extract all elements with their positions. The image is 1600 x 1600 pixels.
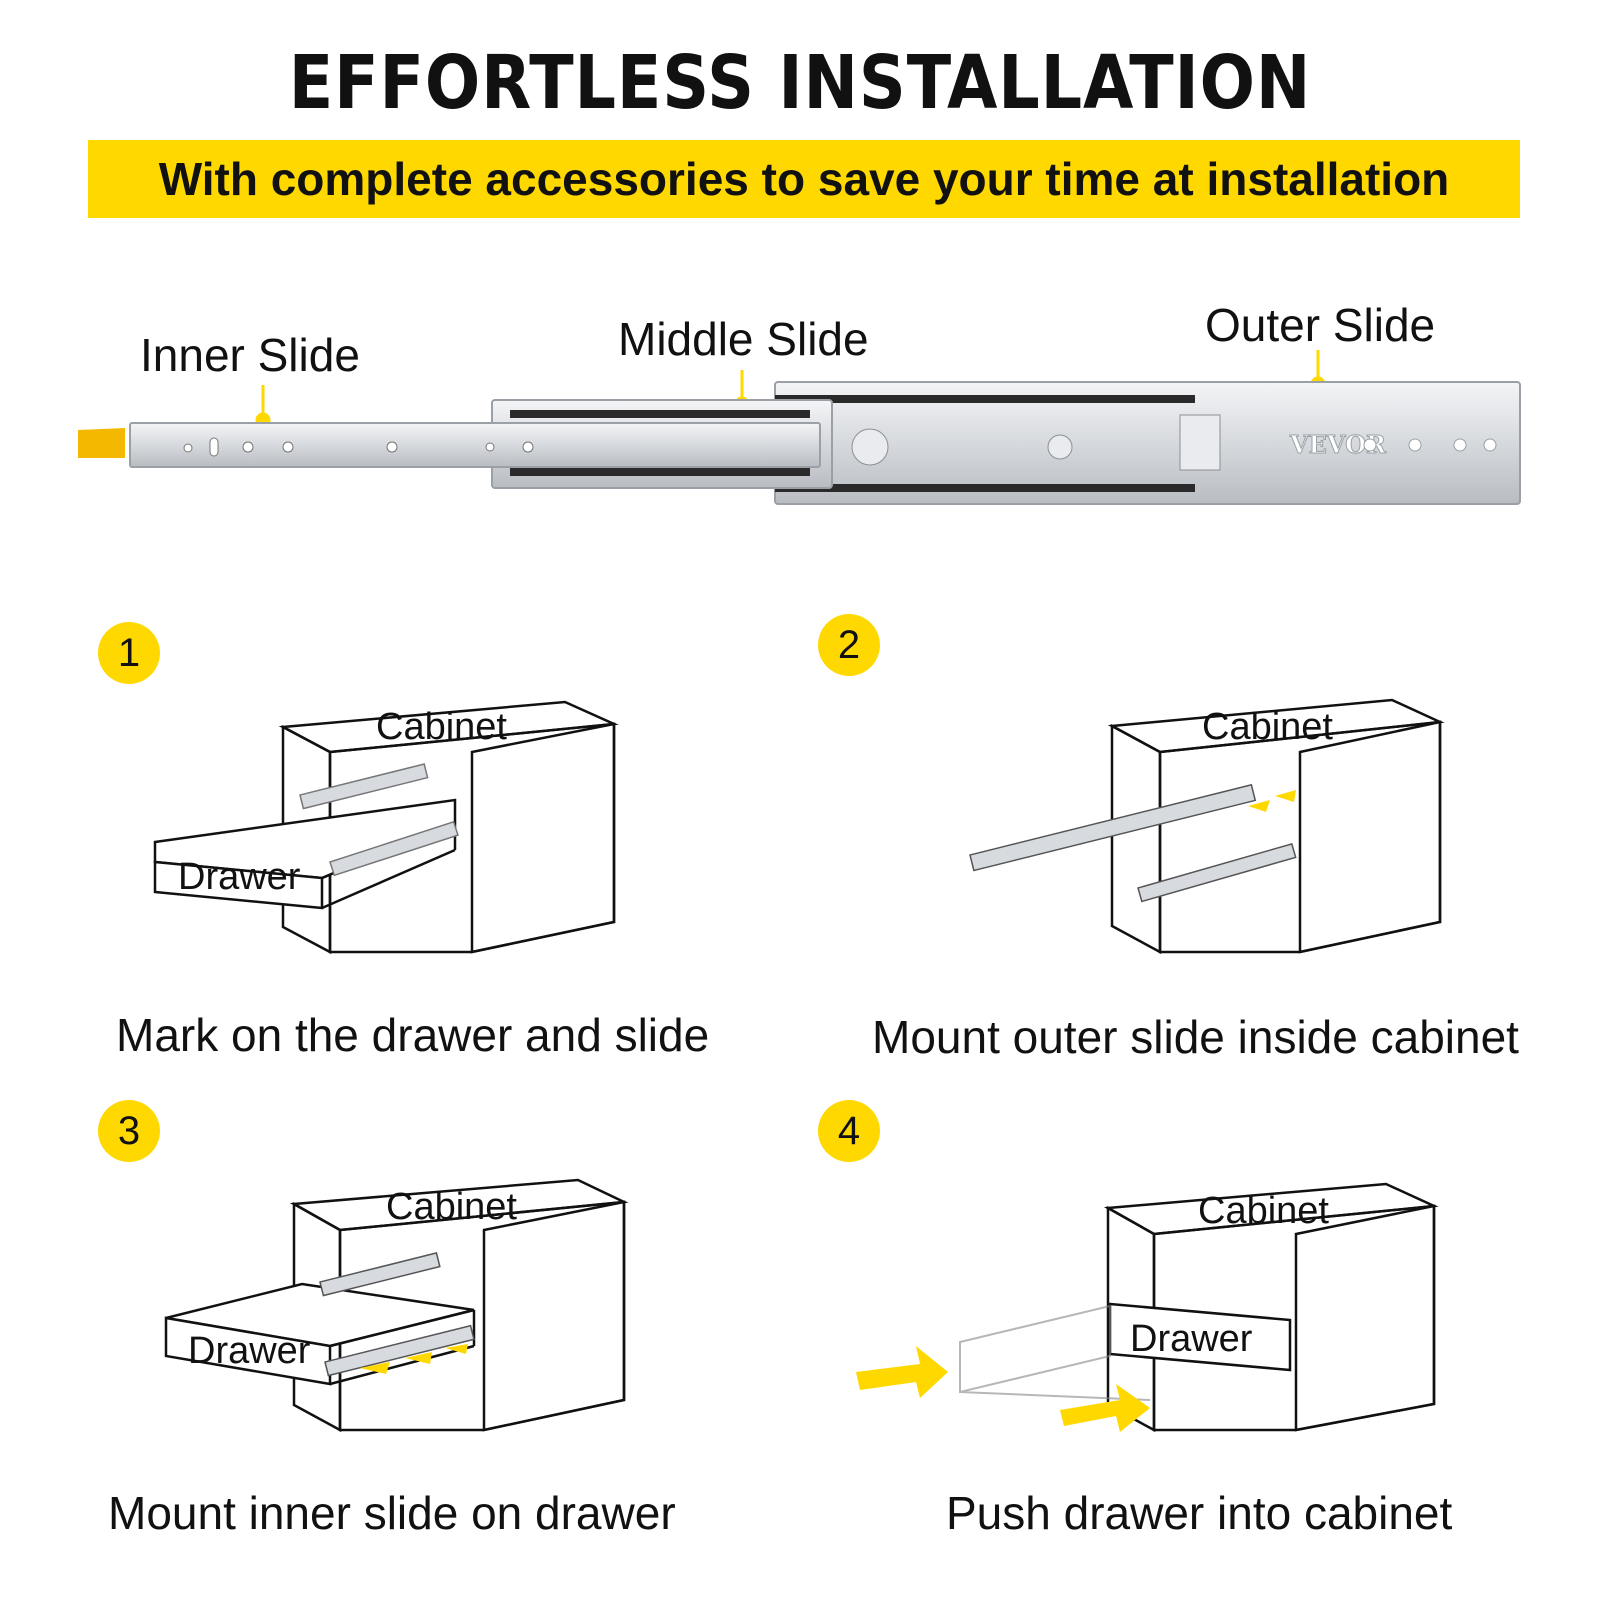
step-2-caption: Mount outer slide inside cabinet (872, 1011, 1519, 1063)
outer-slide: VEVOR (774, 381, 1521, 505)
step-4-badge: 4 (818, 1100, 880, 1162)
step-1-badge: 1 (98, 622, 160, 684)
outer-slide-label: Outer Slide (1205, 299, 1436, 351)
step-2-cabinet-label: Cabinet (1202, 706, 1333, 748)
step-3-badge: 3 (98, 1100, 160, 1162)
step-3-caption: Mount inner slide on drawer (108, 1487, 676, 1539)
step-4-caption: Push drawer into cabinet (946, 1487, 1453, 1539)
drawer-slide-illustration: VEVOR (78, 350, 1521, 505)
step-1-cabinet-label: Cabinet (376, 706, 507, 748)
step-3-cabinet-label: Cabinet (386, 1186, 517, 1228)
step-1-drawer-label: Drawer (178, 856, 301, 898)
step-2-badge: 2 (818, 614, 880, 676)
page-title: EFFORTLESS INSTALLATION (288, 40, 1312, 126)
step-3-drawer-label: Drawer (188, 1330, 311, 1372)
release-tab (78, 428, 125, 458)
step-1-caption: Mark on the drawer and slide (116, 1009, 710, 1061)
subtitle-text: With complete accessories to save your t… (158, 153, 1450, 205)
step-4-cabinet-label: Cabinet (1198, 1190, 1329, 1232)
middle-slide-label: Middle Slide (618, 313, 869, 365)
subtitle-banner: With complete accessories to save your t… (88, 140, 1520, 218)
inner-slide (78, 422, 821, 468)
inner-slide-label: Inner Slide (140, 329, 360, 381)
step-4-drawer-label: Drawer (1130, 1318, 1253, 1360)
